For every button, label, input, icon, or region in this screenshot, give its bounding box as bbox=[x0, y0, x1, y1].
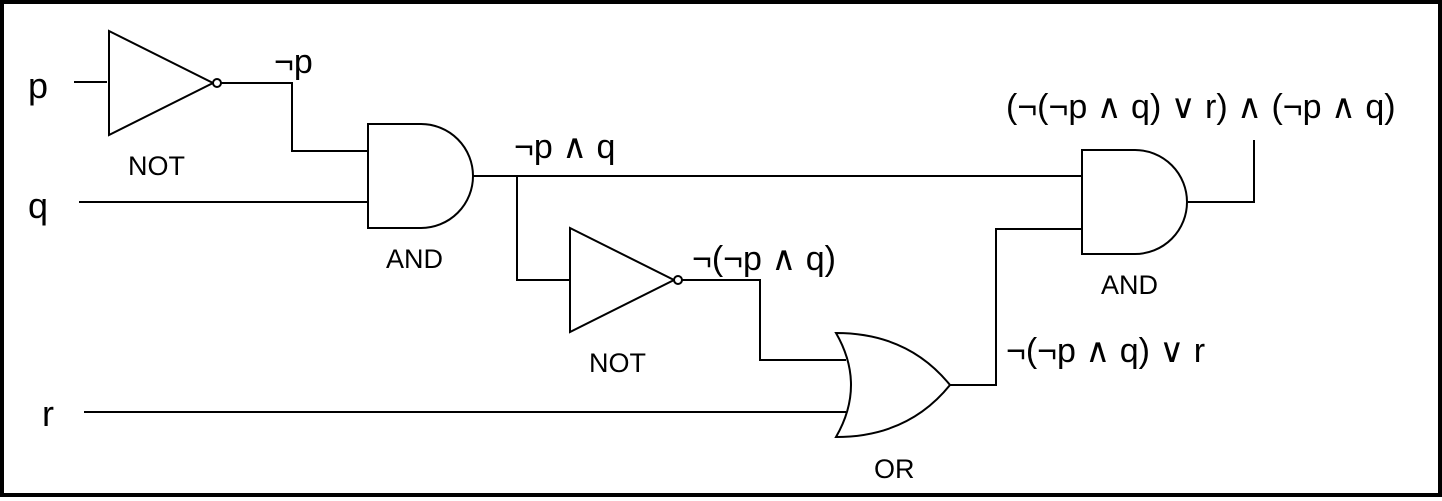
wire-not2-out bbox=[682, 279, 846, 361]
not-gate-1-label: NOT bbox=[128, 151, 185, 181]
input-r-label: r bbox=[42, 393, 54, 434]
or-gate bbox=[834, 331, 952, 439]
not-gate-2-label: NOT bbox=[589, 348, 646, 378]
or-gate-label: OR bbox=[874, 454, 915, 484]
not-gate-2 bbox=[569, 226, 677, 334]
and-gate-1-label: AND bbox=[386, 244, 444, 274]
and-gate-2 bbox=[1081, 149, 1188, 255]
input-p-label: p bbox=[28, 65, 49, 106]
not-gate-1 bbox=[108, 29, 216, 137]
wire-branch-to-not2 bbox=[516, 176, 570, 281]
signal-not-p-and-q-label: ¬(¬p ∧ q) bbox=[692, 240, 836, 278]
wire-output bbox=[1188, 140, 1255, 203]
and-gate-2-label: AND bbox=[1101, 270, 1159, 300]
and-gate-1 bbox=[367, 123, 474, 229]
input-q-label: q bbox=[28, 185, 49, 226]
circuit-svg bbox=[74, 29, 1255, 439]
signal-or-r-label: ¬(¬p ∧ q) ∨ r bbox=[1006, 332, 1206, 370]
wire-not-p bbox=[221, 82, 368, 152]
signal-p-and-q-label: ¬p ∧ q bbox=[514, 128, 616, 166]
not-gate-1-bubble bbox=[212, 78, 222, 88]
wire-or-out bbox=[950, 228, 1082, 386]
not-gate-2-bubble bbox=[673, 275, 683, 285]
signal-not-p-label: ¬p bbox=[274, 43, 313, 81]
signal-output-label: (¬(¬p ∧ q) ∨ r) ∧ (¬p ∧ q) bbox=[1006, 88, 1396, 126]
